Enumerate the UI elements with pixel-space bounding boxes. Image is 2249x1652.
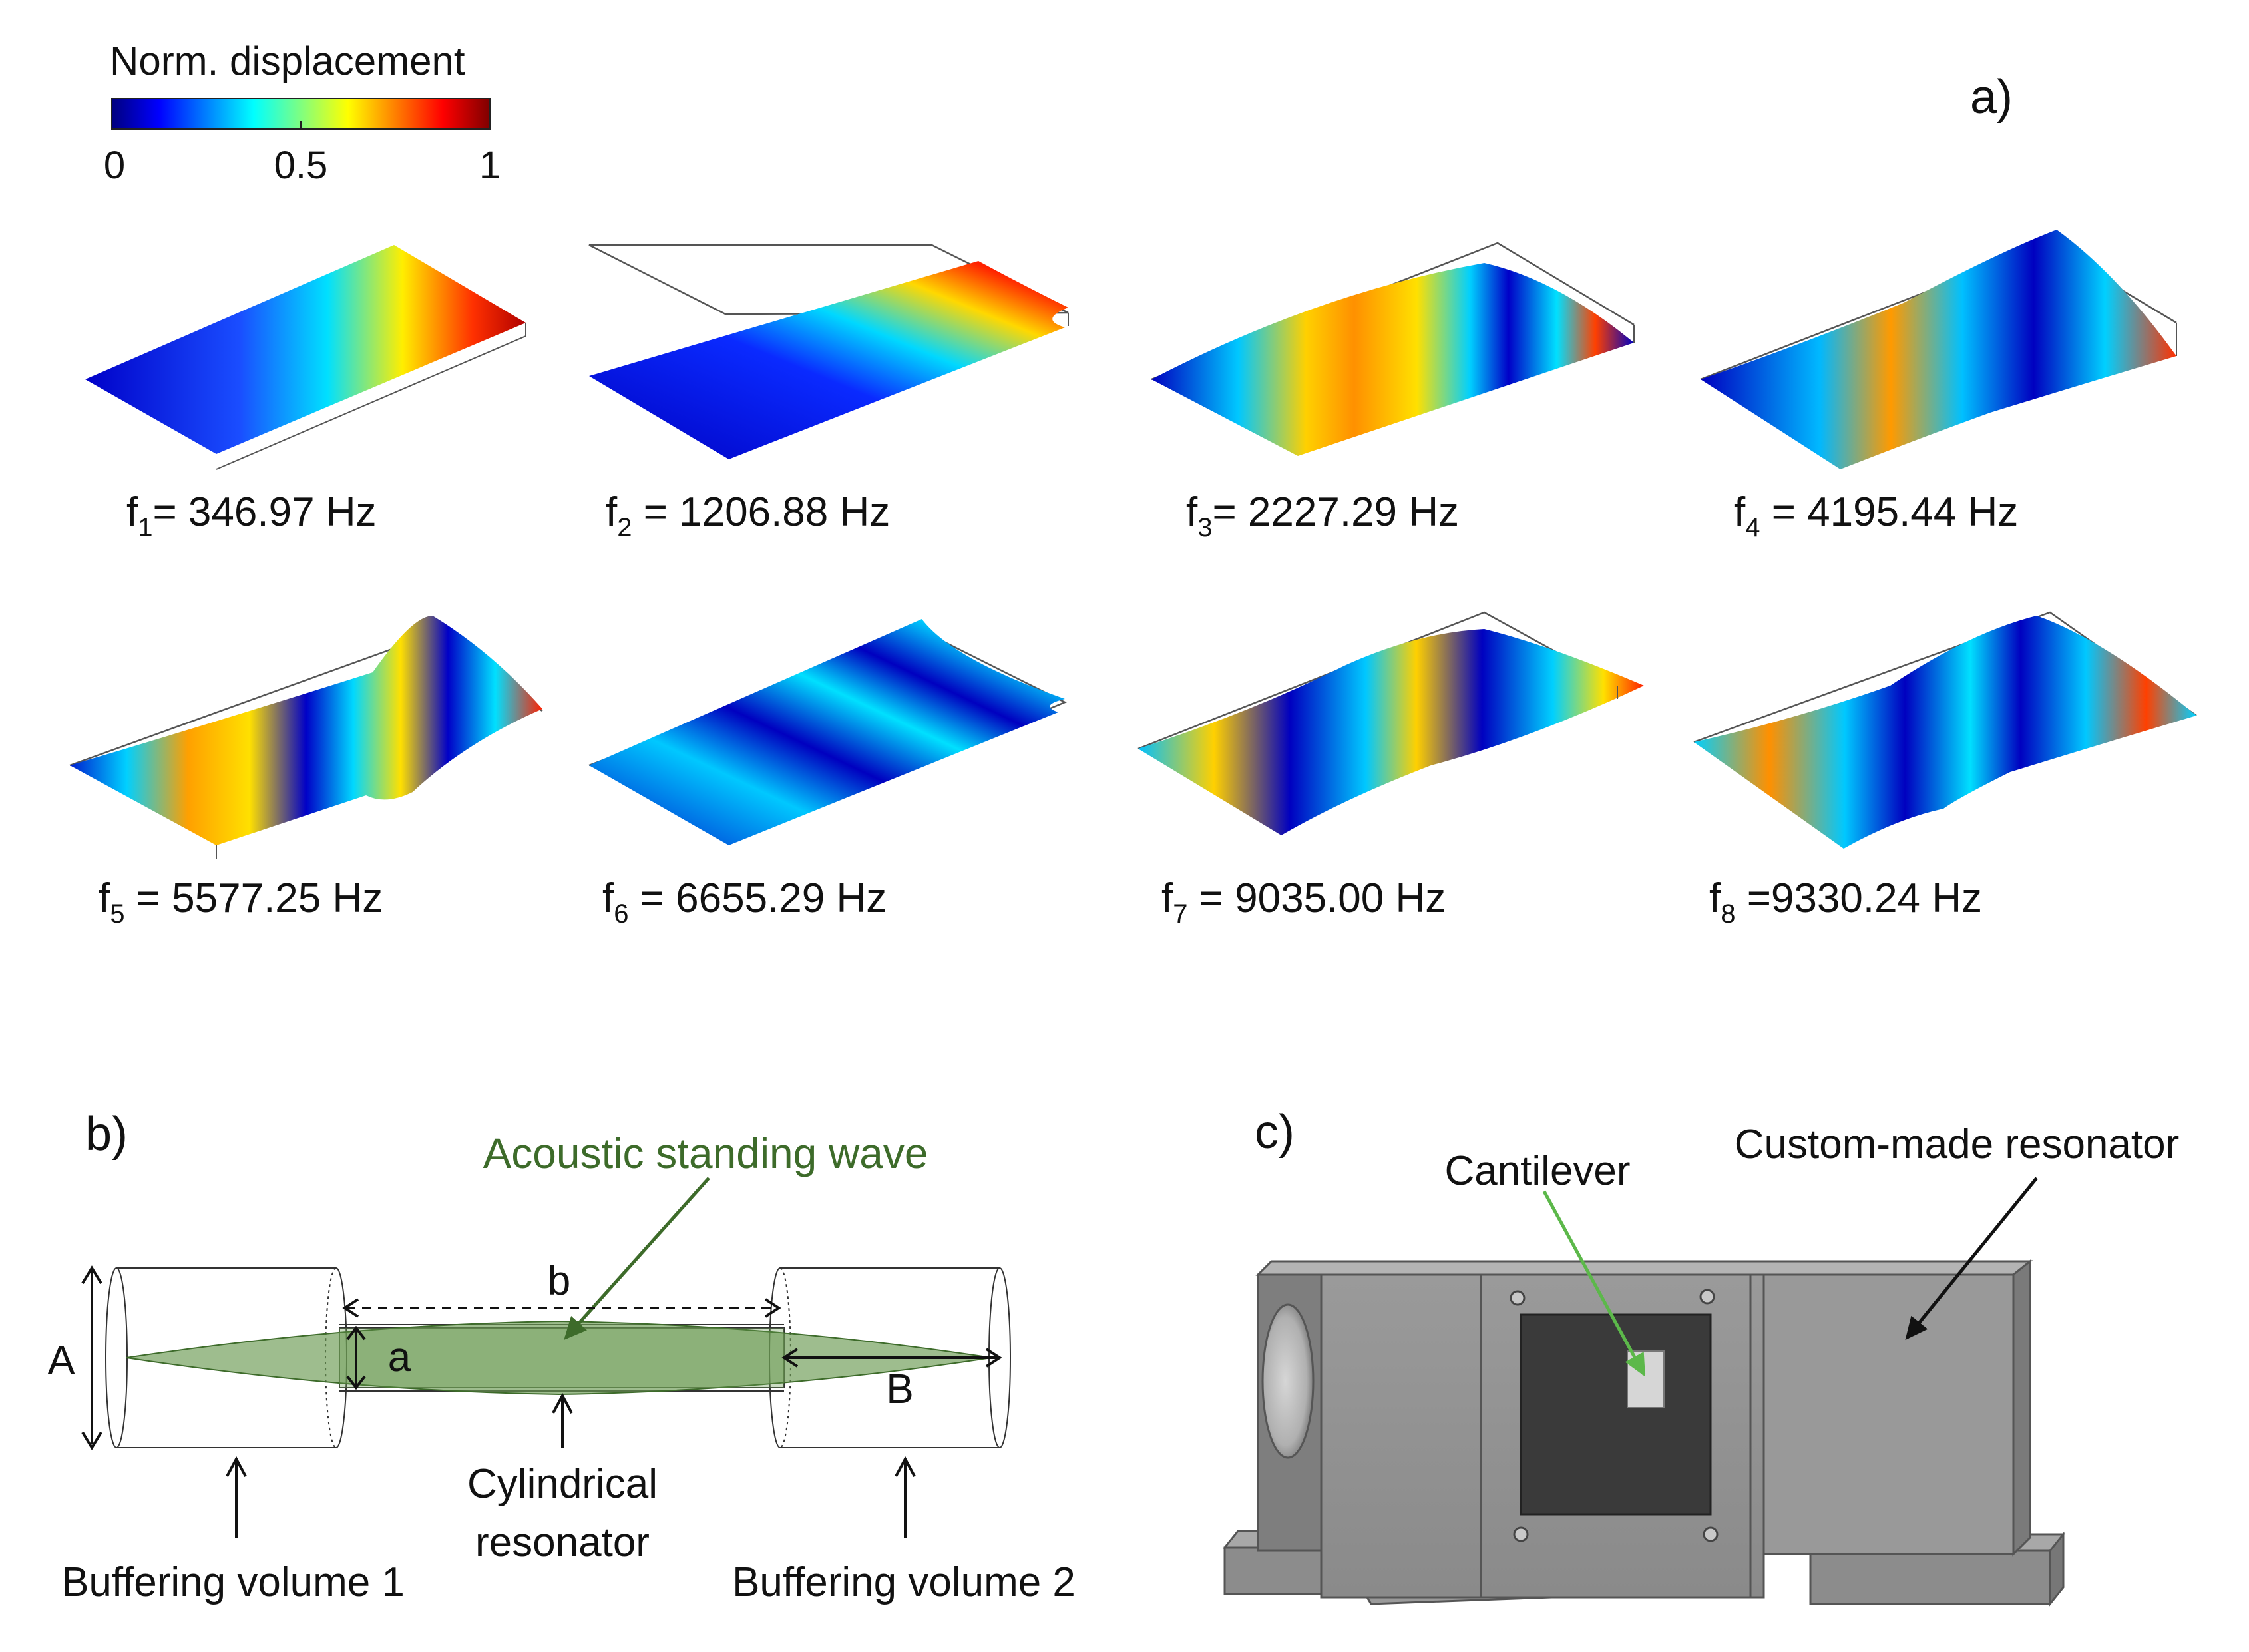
- colorbar: Norm. displacement 0 0.5 1: [104, 39, 501, 187]
- svg-text:f6 = 6655.29 Hz: f6 = 6655.29 Hz: [602, 875, 887, 929]
- svg-text:f7 = 9035.00 Hz: f7 = 9035.00 Hz: [1161, 875, 1446, 929]
- panel-b-label: b): [85, 1108, 128, 1161]
- dim-B-label: B: [886, 1366, 913, 1412]
- mode-shape-4: [1700, 230, 2177, 469]
- cantilever: [1627, 1350, 1665, 1408]
- mode-shape-5: [69, 616, 543, 859]
- svg-text:f2 = 1206.88 Hz: f2 = 1206.88 Hz: [606, 489, 890, 542]
- cantilever-arrow: [1542, 1190, 1646, 1377]
- svg-text:f1= 346.97 Hz: f1= 346.97 Hz: [126, 489, 377, 542]
- side-port-hole: [1261, 1303, 1315, 1459]
- wave-label: Acoustic standing wave: [483, 1130, 928, 1177]
- resonator-label: Custom-made resonator: [1735, 1122, 2180, 1167]
- svg-text:f3= 2227.29 Hz: f3= 2227.29 Hz: [1186, 489, 1459, 542]
- buffer2-label: Buffering volume 2: [732, 1559, 1076, 1605]
- mode-shape-1: [85, 245, 526, 470]
- resonator-label-line2: resonator: [475, 1520, 650, 1565]
- dim-b-label: b: [548, 1258, 570, 1304]
- cantilever-label: Cantilever: [1444, 1148, 1630, 1194]
- mode-label-7: f7 = 9035.00 Hz: [1161, 875, 1446, 929]
- mode-shape-8: [1693, 611, 2197, 849]
- panel-a-label: a): [1970, 71, 2013, 124]
- resonator-3d-model: [1222, 1259, 2066, 1607]
- colorbar-tick-mid: 0.5: [274, 144, 328, 187]
- mode-label-4: f4 = 4195.44 Hz: [1734, 489, 2018, 542]
- mode-shape-7: [1137, 611, 1644, 835]
- svg-text:f8 =9330.24 Hz: f8 =9330.24 Hz: [1709, 875, 1982, 929]
- wave-arrow: [564, 1177, 710, 1340]
- panel-c-label: c): [1255, 1106, 1295, 1159]
- dim-a-label: a: [388, 1335, 411, 1380]
- colorbar-tick-1: 1: [479, 144, 501, 187]
- resonator-label-line1: Cylindrical: [467, 1461, 658, 1507]
- mode-label-3: f3= 2227.29 Hz: [1186, 489, 1459, 542]
- buffer1-label: Buffering volume 1: [61, 1559, 405, 1605]
- mode-shape-2: [588, 244, 1069, 459]
- colorbar-title: Norm. displacement: [110, 39, 465, 83]
- mode-label-1: f1= 346.97 Hz: [126, 489, 377, 542]
- colorbar-tick-0: 0: [104, 144, 125, 187]
- svg-text:f4 = 4195.44 Hz: f4 = 4195.44 Hz: [1734, 489, 2018, 542]
- resonator-schematic: A a b B: [47, 1177, 1011, 1538]
- mode-label-5: f5 = 5577.25 Hz: [99, 875, 383, 929]
- window-frame: [1520, 1313, 1712, 1516]
- svg-text:f5 = 5577.25 Hz: f5 = 5577.25 Hz: [99, 875, 383, 929]
- mode-label-6: f6 = 6655.29 Hz: [602, 875, 887, 929]
- dim-A-label: A: [47, 1338, 75, 1384]
- mode-shape-6: [588, 619, 1068, 845]
- mode-shape-3: [1151, 242, 1635, 456]
- resonator-arrow-c: [1905, 1177, 2038, 1341]
- mode-label-2: f2 = 1206.88 Hz: [606, 489, 890, 542]
- mode-label-8: f8 =9330.24 Hz: [1709, 875, 1982, 929]
